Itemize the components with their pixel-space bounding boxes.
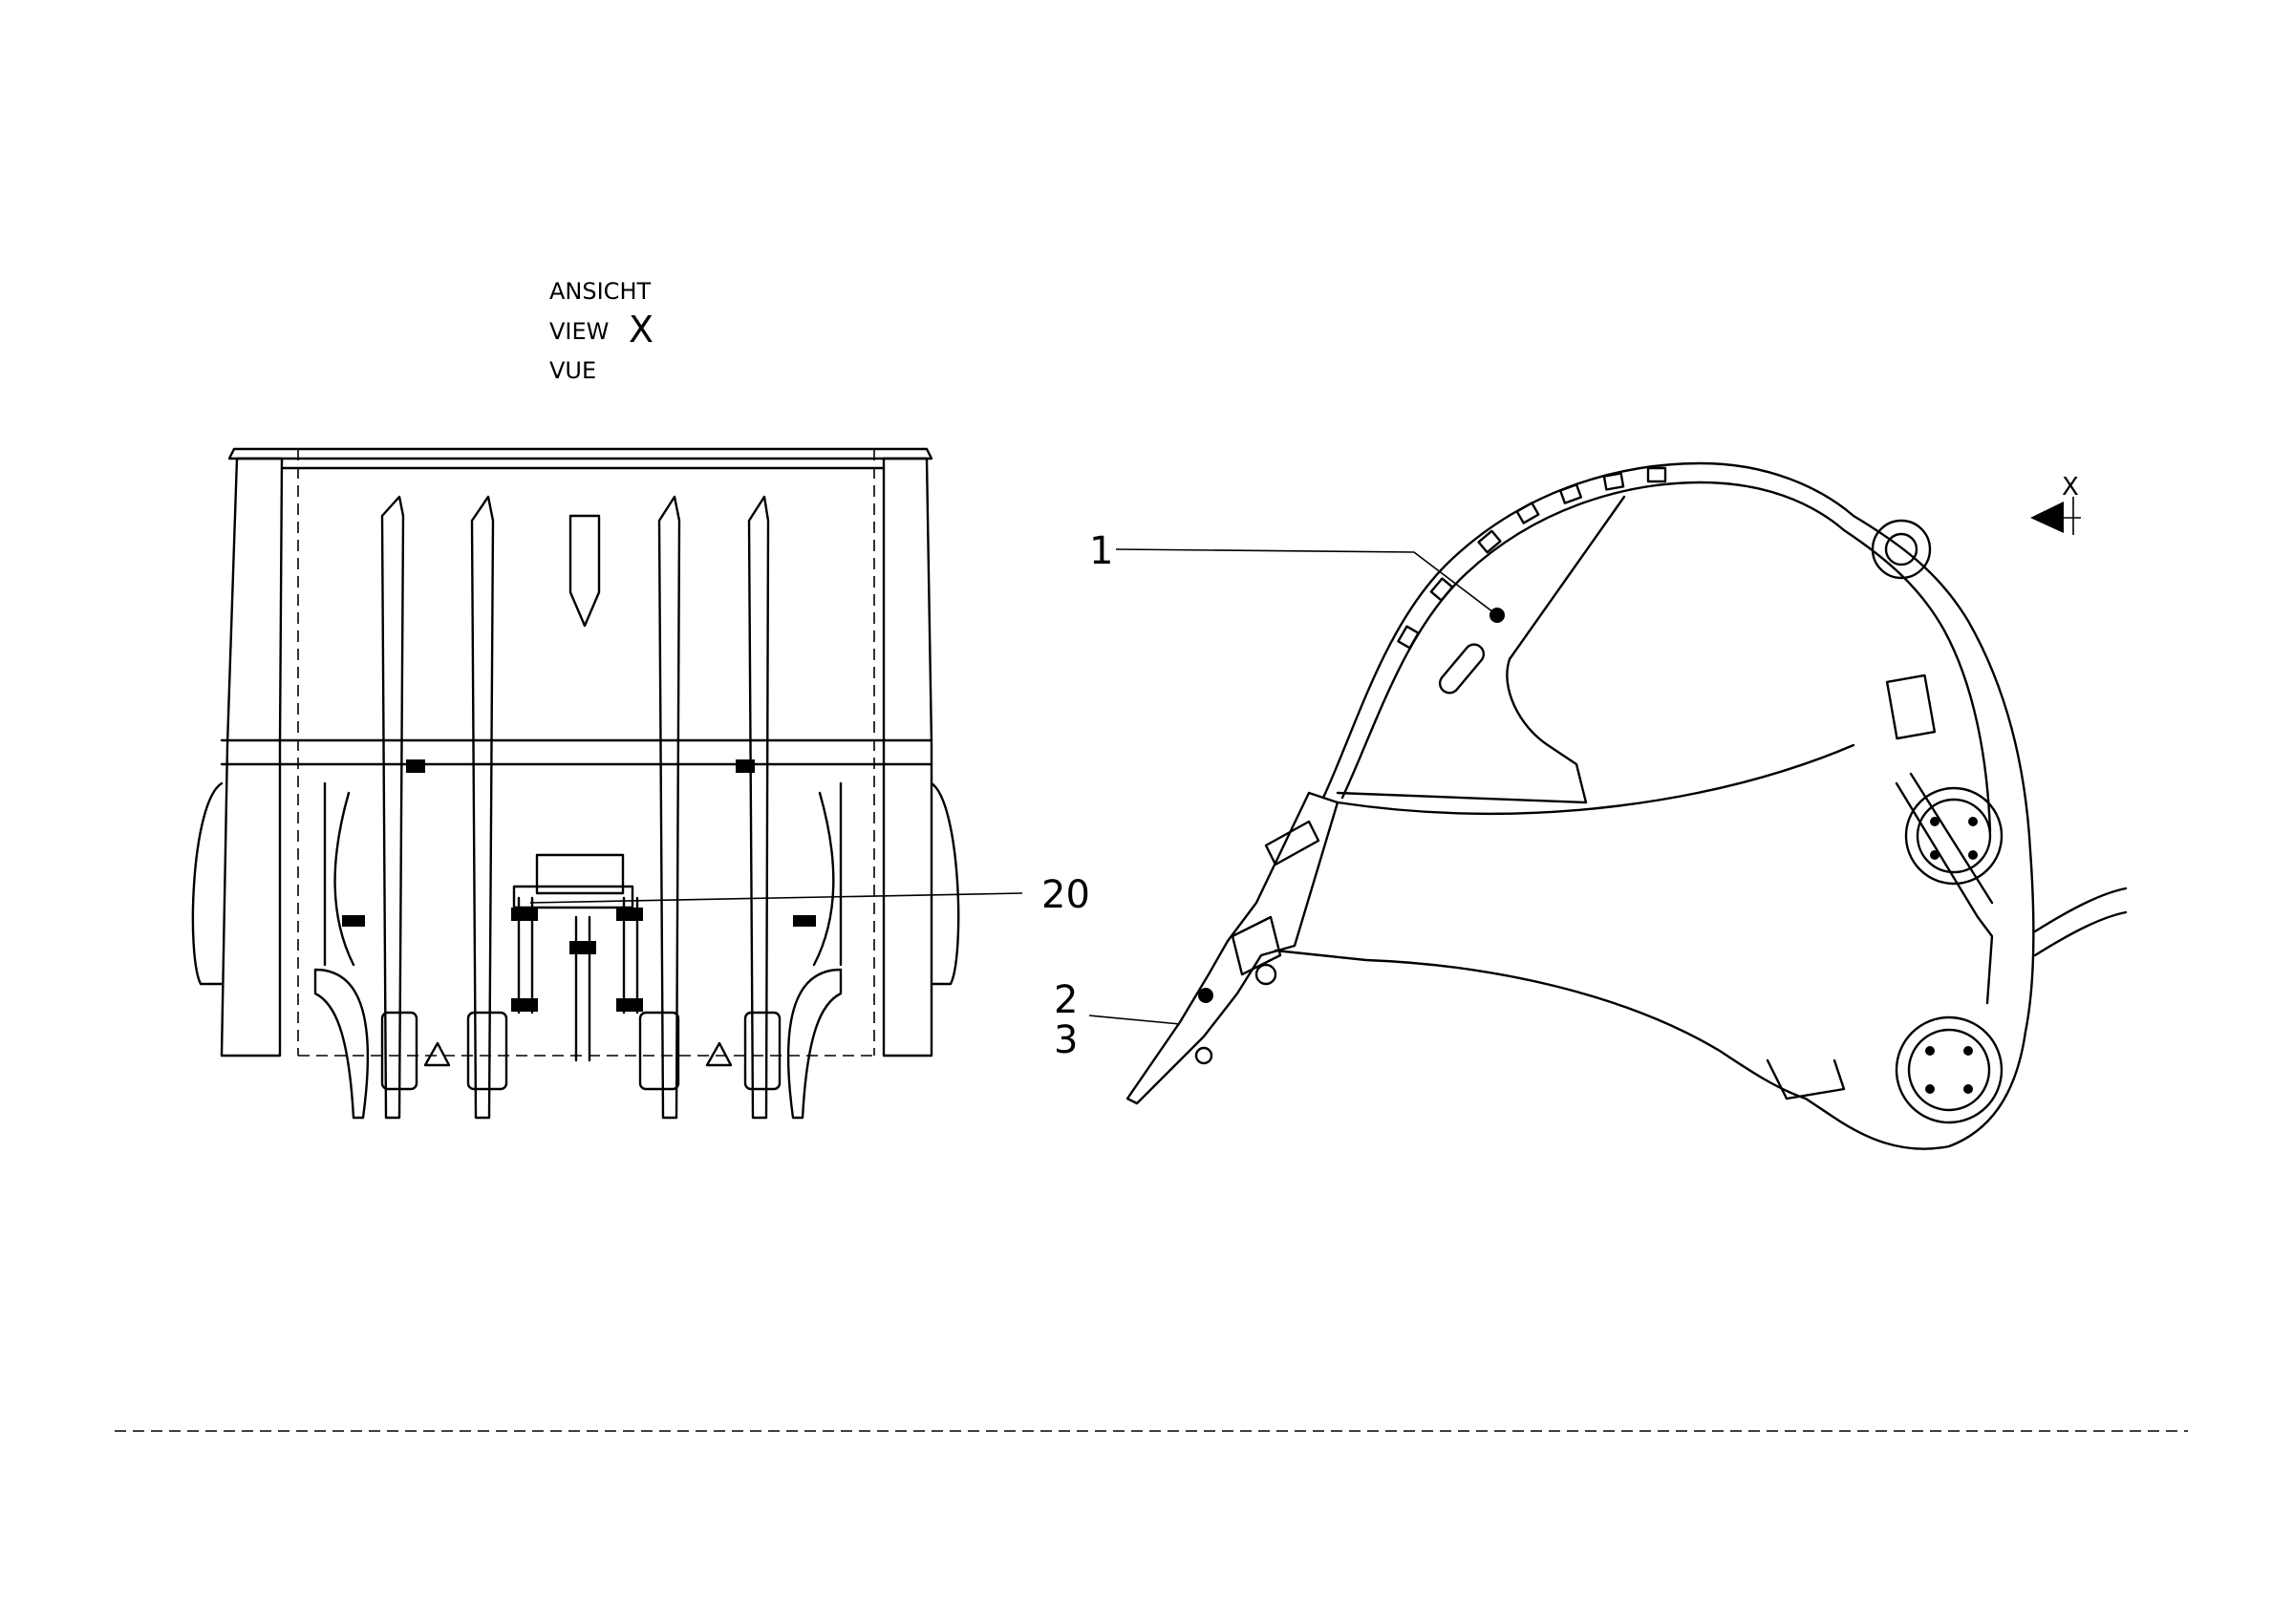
adapter-pin-1 — [1254, 963, 1277, 986]
side-wheel-left — [191, 781, 224, 986]
hose-lower — [2033, 910, 2128, 957]
wear-block — [1397, 625, 1420, 650]
small-tooth-left — [423, 1041, 451, 1067]
bolt-7 — [793, 915, 816, 927]
callout-1: 1 — [1089, 529, 1113, 573]
view-title-ansicht: ANSICHT — [549, 278, 651, 305]
side-wheel-right — [930, 781, 960, 986]
callout-3: 3 — [1054, 1018, 1078, 1062]
bolt-9 — [736, 759, 755, 773]
wear-block — [1477, 529, 1502, 554]
direction-arrow-icon — [2030, 502, 2064, 533]
adapter-block — [1231, 915, 1282, 976]
left-curved-bracket — [333, 791, 355, 967]
lower-pin-boss-inner — [1907, 1028, 1991, 1112]
mechanism — [191, 759, 960, 1120]
leader-20 — [529, 892, 1023, 904]
lug-3 — [380, 1011, 418, 1091]
callout-2-dot — [1198, 988, 1213, 1003]
adapter-pin-2 — [1194, 1046, 1213, 1065]
bucket-front-view: 20 — [191, 447, 1090, 1120]
tooth-adapter — [1125, 791, 1339, 1105]
bucket-shell-outer — [1274, 461, 2035, 1150]
view-title-view: VIEW — [549, 318, 609, 345]
lower-pin-boss-outer — [1895, 1015, 2004, 1124]
bolt-1 — [511, 908, 538, 921]
pin-bolt — [1963, 1084, 1973, 1094]
pin-bolt — [1930, 817, 1939, 826]
skirt-plate — [1766, 1058, 1846, 1100]
lug-4 — [743, 1011, 782, 1091]
lifting-eye-inner — [1884, 532, 1918, 566]
side-bracket-inner — [1909, 772, 1994, 905]
lug-2 — [638, 1011, 680, 1091]
slot — [1438, 643, 1486, 694]
bolt-6 — [342, 915, 365, 927]
bolt-3 — [569, 941, 596, 954]
pin-bolt — [1925, 1046, 1935, 1056]
side-plate-left — [220, 457, 284, 1058]
view-direction-marker: X — [2030, 473, 2081, 535]
top-cutting-edge — [227, 447, 933, 460]
lug-1 — [466, 1011, 508, 1091]
center-box — [535, 853, 625, 895]
foot-left — [313, 968, 370, 1120]
upper-pin-boss-inner — [1916, 798, 1992, 874]
ripper-arm-4 — [747, 495, 770, 1120]
direction-letter: X — [2062, 473, 2079, 502]
callout-20: 20 — [1041, 873, 1090, 917]
pin-bolt — [1963, 1046, 1973, 1056]
wear-block — [1558, 483, 1583, 504]
bucket-shell-inner — [1340, 481, 1992, 833]
wear-block — [1602, 472, 1625, 491]
leader-1 — [1115, 548, 1498, 616]
wear-block — [1429, 577, 1454, 602]
bucket-side-view: 1 2 3 — [1054, 461, 2128, 1150]
small-tooth-right — [705, 1041, 733, 1067]
center-tooth — [568, 514, 601, 628]
pin-bolt — [1968, 850, 1978, 860]
bolt-4 — [511, 998, 538, 1012]
view-title-letter: X — [629, 309, 654, 351]
upper-pin-boss-outer — [1904, 786, 2004, 886]
inner-plate — [1336, 495, 1626, 804]
floor-line — [1336, 743, 1855, 815]
pin-bolt — [1930, 850, 1939, 860]
ripper-arm-2 — [470, 495, 495, 1120]
pin-bolt — [1968, 817, 1978, 826]
name-plate — [1885, 673, 1937, 740]
hose-upper — [2033, 887, 2128, 933]
ripper-arm-3 — [657, 495, 681, 1120]
side-plate-right — [882, 457, 933, 1058]
leader-2 — [1088, 1015, 1181, 1025]
lifting-eye-outer — [1871, 519, 1932, 580]
bolt-8 — [406, 759, 425, 773]
ripper-arms — [380, 495, 770, 1120]
bolt-2 — [616, 908, 643, 921]
bolt-5 — [616, 998, 643, 1012]
rod-center — [574, 915, 591, 1062]
wear-block — [1515, 502, 1540, 524]
callout-2: 2 — [1054, 978, 1078, 1022]
view-title: ANSICHT VIEW VUE X — [549, 278, 654, 384]
wear-block — [1646, 466, 1667, 483]
foot-right — [786, 968, 843, 1120]
mech-verticals — [323, 781, 843, 967]
center-box-base — [512, 885, 634, 909]
side-bracket — [1895, 781, 1994, 1005]
right-curved-bracket — [812, 791, 835, 967]
view-title-vue: VUE — [549, 357, 596, 384]
adapter-clip — [1264, 820, 1320, 866]
edge-wear-blocks — [1397, 466, 1667, 650]
ripper-arm-1 — [380, 495, 405, 1120]
pin-bolt — [1925, 1084, 1935, 1094]
